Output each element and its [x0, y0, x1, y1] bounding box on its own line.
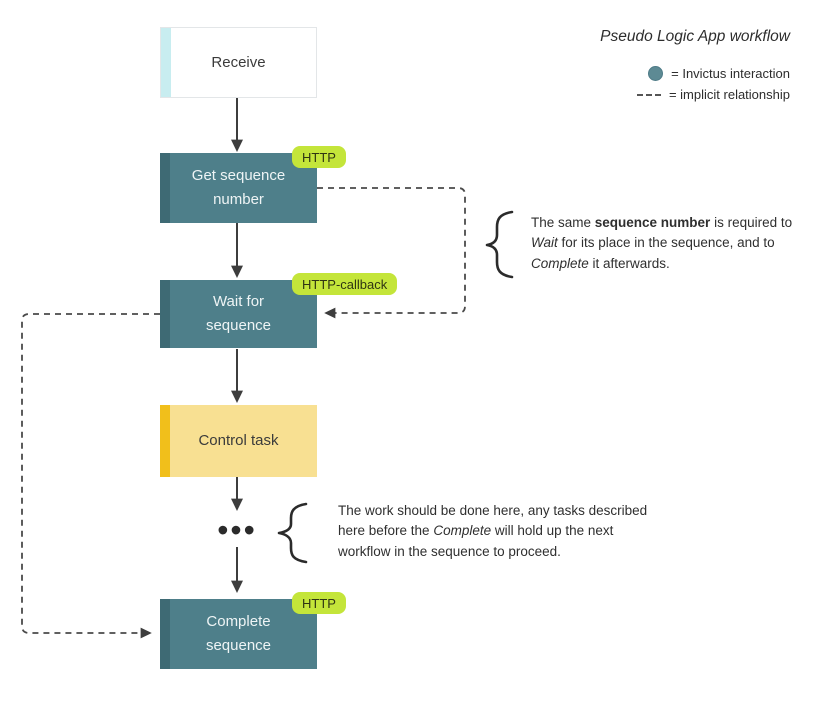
node-label: Get sequence number	[191, 167, 286, 208]
flow-node-control-task: Control task	[160, 405, 317, 477]
legend-item-invictus: = Invictus interaction	[648, 66, 790, 81]
node-label: Complete sequence	[205, 613, 272, 654]
diagram-title: Pseudo Logic App workflow	[600, 28, 790, 45]
annotation-work: The work should be done here, any tasks …	[338, 503, 648, 559]
legend: Pseudo Logic App workflow = Invictus int…	[600, 28, 790, 102]
flow-node-wait-for-sequence: Wait for sequence HTTP-callback	[160, 273, 398, 348]
curly-brace-sequence-note	[485, 210, 514, 279]
flow-node-get-sequence-number: Get sequence number HTTP	[160, 146, 346, 223]
annotation-sequence-number: The same sequence number is required to …	[531, 215, 793, 271]
legend-item-label: = implicit relationship	[668, 87, 790, 102]
dashed-line-icon	[636, 93, 661, 96]
dashed-link-wait-to-complete	[21, 313, 160, 639]
node-accent-strip	[161, 28, 171, 97]
curly-brace-work-note	[277, 502, 308, 564]
invictus-dot-icon	[648, 66, 664, 81]
ellipsis-dots: •••	[217, 511, 257, 548]
node-label: Receive	[211, 53, 266, 71]
node-label: Wait for sequence	[205, 293, 272, 334]
node-accent-strip	[160, 405, 170, 477]
node-accent-strip	[160, 599, 170, 669]
http-badge: HTTP	[292, 592, 346, 614]
flow-node-complete-sequence: Complete sequence HTTP	[160, 592, 346, 669]
node-label: Control task	[198, 432, 279, 449]
legend-item-implicit: = implicit relationship	[636, 87, 790, 102]
flow-node-receive: Receive	[160, 27, 317, 98]
node-accent-strip	[160, 153, 170, 223]
node-accent-strip	[160, 280, 170, 348]
http-callback-badge: HTTP-callback	[292, 273, 398, 295]
legend-item-label: = Invictus interaction	[671, 66, 790, 81]
http-badge: HTTP	[292, 146, 346, 168]
